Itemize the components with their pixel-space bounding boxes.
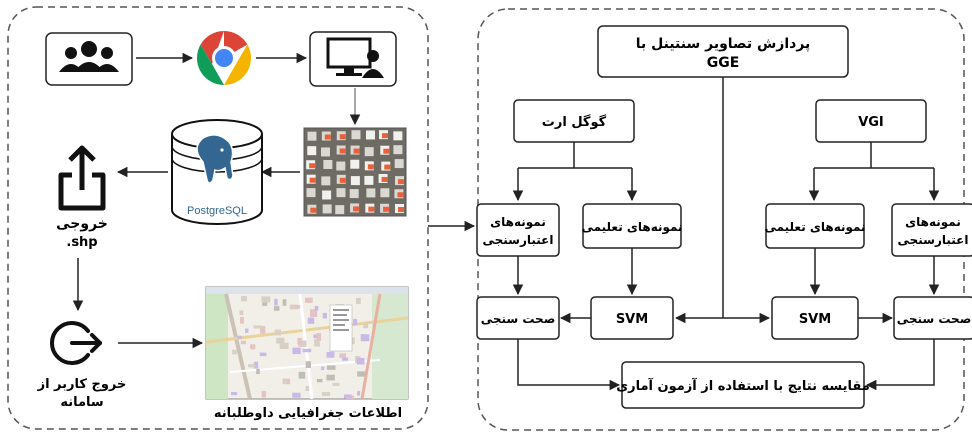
training-right-label: نمونه‌های تعلیمی: [764, 220, 865, 235]
accuracy-left-box: صحت سنجی: [476, 296, 560, 340]
vgi-branches: [808, 142, 940, 202]
database-icon: [171, 119, 263, 225]
satellite-image: [304, 128, 406, 216]
output-extension: .shp: [66, 235, 97, 250]
logout-label-line1: خروج کاربر از: [37, 377, 127, 392]
validation-right-line1: نمونه‌های: [905, 215, 961, 230]
svm-left-label: SVM: [616, 312, 648, 327]
validation-samples-left-box: نمونه‌های اعتبارسنجی: [476, 203, 560, 257]
vgi-box: VGI: [815, 99, 927, 143]
postgres-caption: PostgreSQL: [187, 205, 247, 217]
svm-right-label: SVM: [799, 312, 831, 327]
vgi-label: VGI: [858, 115, 884, 130]
row2-connectors: [559, 77, 894, 324]
google-earth-branches: [512, 142, 638, 202]
gge-title-line1: پردازش تصاویر سنتینل با: [636, 36, 811, 52]
users-icon: [45, 32, 133, 86]
accuracy-right-box: صحت سنجی: [893, 296, 972, 340]
logout-label-line2: سامانه: [60, 395, 103, 410]
comparison-arrows: [517, 339, 935, 391]
computer-user-icon: [309, 31, 397, 87]
postgresql-elephant-icon: [196, 134, 234, 184]
accuracy-right-label: صحت سنجی: [897, 312, 972, 326]
training-left-label: نمونه‌های تعلیمی: [581, 220, 682, 235]
validation-right-line2: اعتبارسنجی: [897, 233, 968, 247]
svm-right-box: SVM: [771, 296, 859, 340]
comparison-label: مقایسه نتایج با استفاده از آزمون آماری: [616, 377, 870, 394]
chrome-icon: [196, 30, 252, 86]
training-samples-left-box: نمونه‌های تعلیمی: [581, 203, 683, 249]
validation-left-line1: نمونه‌های: [490, 215, 546, 230]
svm-left-box: SVM: [590, 296, 674, 340]
gge-title-line2: GGE: [707, 55, 740, 71]
validation-samples-right-box: نمونه‌های اعتبارسنجی: [891, 203, 972, 257]
gge-processing-box: پردازش تصاویر سنتینل با GGE: [597, 25, 849, 78]
training-samples-right-box: نمونه‌های تعلیمی: [764, 203, 866, 249]
google-earth-label: گوگل ارت: [542, 114, 607, 130]
comparison-box: مقایسه نتایج با استفاده از آزمون آماری: [616, 361, 870, 409]
map-screenshot: [205, 286, 409, 400]
row2-arrows: [512, 248, 940, 296]
logout-icon: [50, 321, 102, 365]
validation-left-line2: اعتبارسنجی: [482, 233, 553, 247]
google-earth-box: گوگل ارت: [513, 99, 635, 143]
accuracy-left-label: صحت سنجی: [481, 312, 556, 326]
share-export-icon: [58, 145, 106, 211]
vgi-caption: اطلاعات جغرافیایی داوطلبانه: [214, 406, 402, 421]
left-panel-frame: [7, 6, 429, 430]
output-label: خروجی: [56, 216, 108, 232]
